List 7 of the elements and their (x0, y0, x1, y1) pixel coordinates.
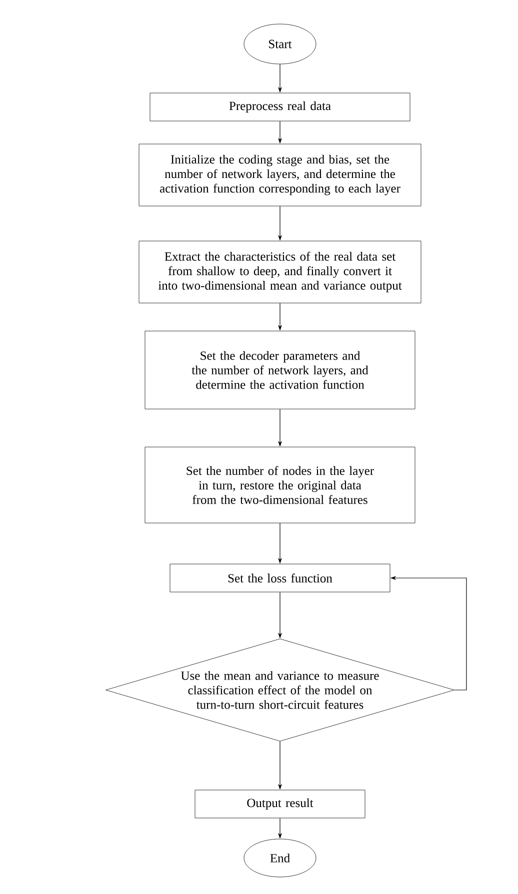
process-box: Set the decoder parameters and the number of network layers, and determine the activation function (144, 330, 416, 410)
process-box: Extract the characteristics of the real data set from shallow to deep, and finally convert it into two-dimensional mean and variance output (138, 240, 422, 304)
process-box: Initialize the coding stage and bias, set the number of network layers, and determine the activation function corresponding to each layer (138, 144, 422, 206)
process-box: Output result (194, 790, 366, 818)
process-box: Set the number of nodes in the layer in turn, restore the original data from the two-dimensional features (144, 446, 416, 524)
process-box: Set the loss function (170, 564, 390, 592)
process-box: Preprocess real data (150, 92, 410, 122)
